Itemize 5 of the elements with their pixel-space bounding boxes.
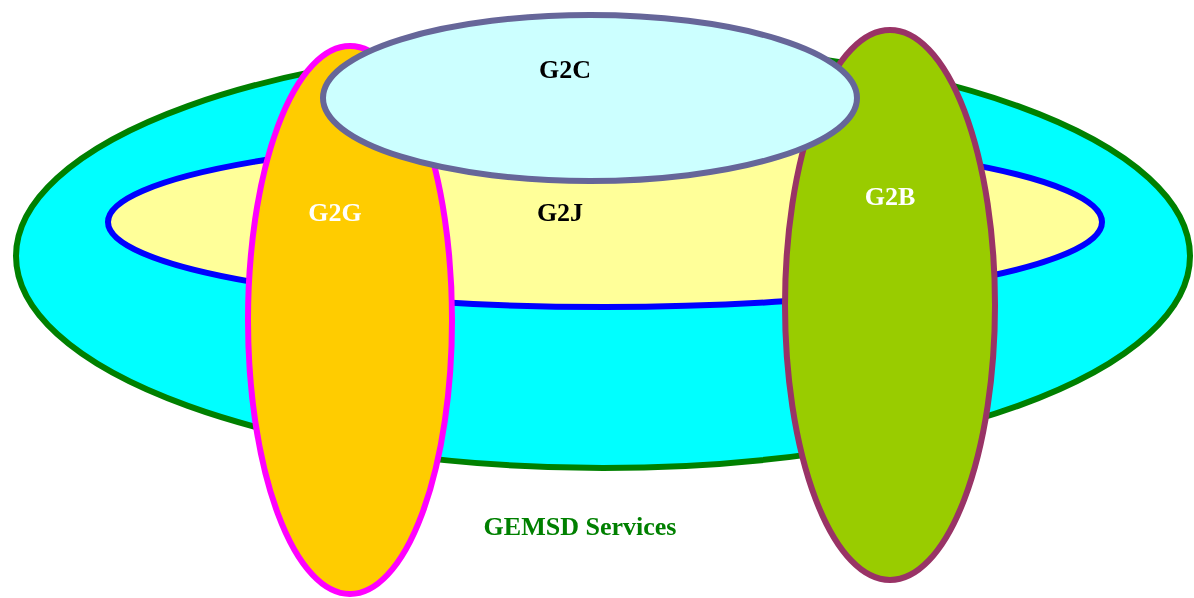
ellipse-label: G2J (536, 198, 584, 228)
ellipse-label: G2C (539, 55, 591, 85)
ellipse-label: G2B (864, 182, 916, 212)
ellipse-label: G2G (308, 198, 362, 228)
ellipse-label: GEMSD Services (483, 512, 677, 542)
